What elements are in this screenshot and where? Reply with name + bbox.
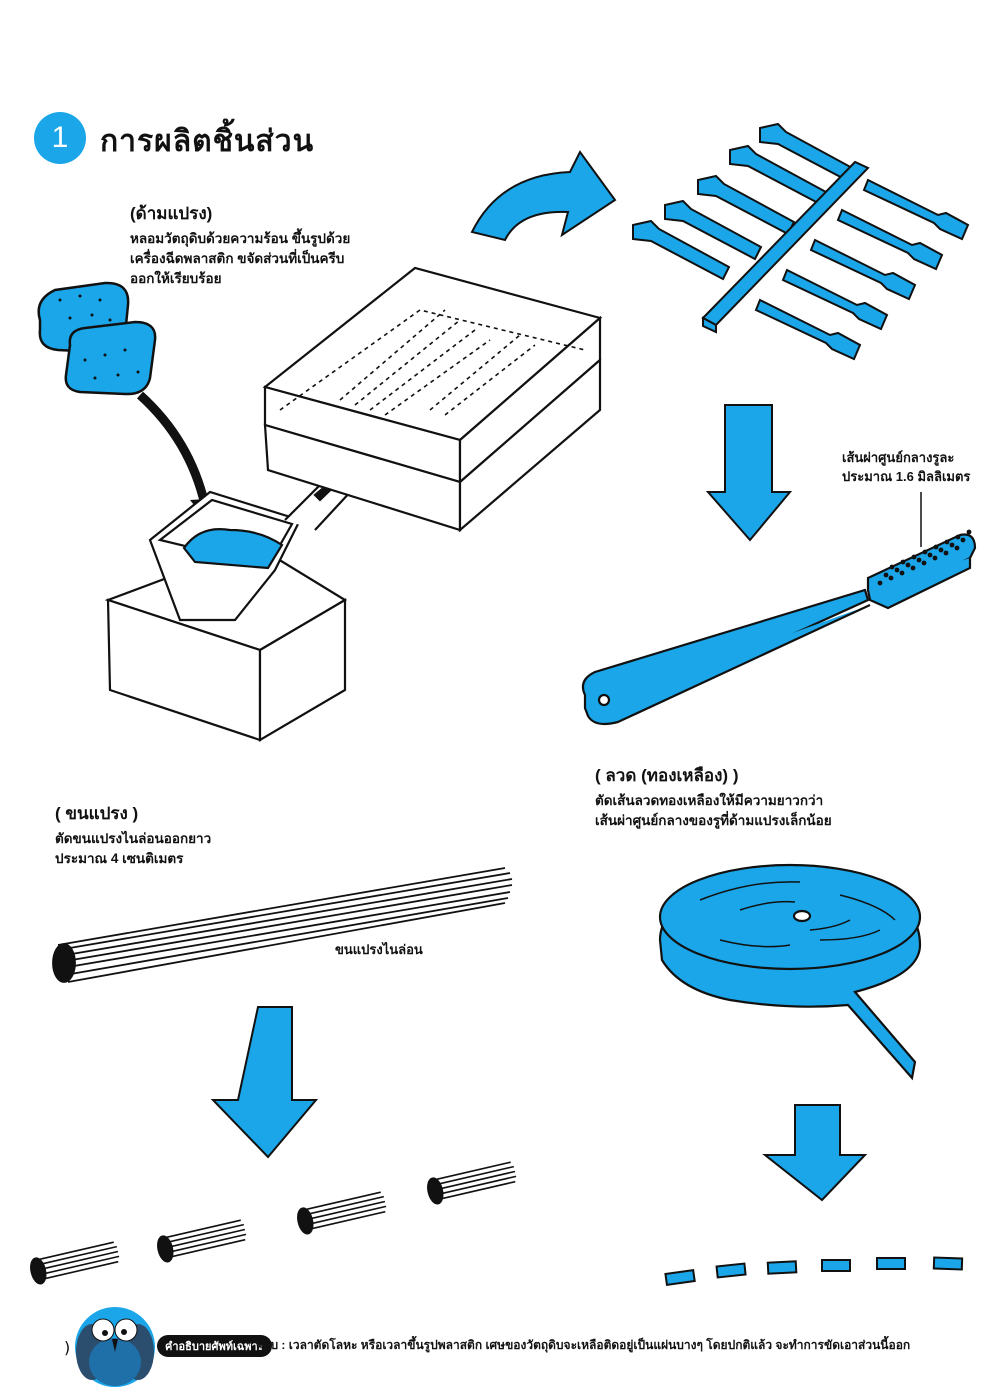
bristle-hole xyxy=(894,567,900,573)
nylon-bristle-rod xyxy=(52,867,513,983)
molded-handle-piece xyxy=(809,238,917,301)
glossary-badge: คำอธิบายศัพท์เฉพาะ xyxy=(157,1335,272,1357)
molded-handle-piece xyxy=(632,219,731,281)
bristle-hole xyxy=(916,557,922,563)
cut-bristle-tufts xyxy=(30,1161,517,1285)
molded-handle-piece xyxy=(664,199,763,261)
down-arrow-icon-wire xyxy=(762,1104,868,1202)
handle-line: เครื่องฉีดพลาสติก ขจัดส่วนที่เป็นครีบ xyxy=(130,251,345,266)
hole-diameter-callout: เส้นผ่าศูนย์กลางรูละ ประมาณ 1.6 มิลลิเมต… xyxy=(842,448,1000,486)
handle-line: ออกให้เรียบร้อย xyxy=(130,271,222,286)
molded-handle-piece xyxy=(862,178,970,241)
handle-line: หลอมวัตถุดิบด้วยความร้อน ขึ้นรูปด้วย xyxy=(130,231,351,246)
bristle-hole xyxy=(966,529,972,535)
molded-handle-piece xyxy=(781,268,889,331)
bristle-line: ประมาณ 4 เซนติเมตร xyxy=(55,851,184,866)
curved-arrow-icon xyxy=(470,150,617,242)
molded-handle-piece xyxy=(754,298,862,361)
bristle-hole xyxy=(877,580,883,586)
bristle-hole xyxy=(911,554,917,560)
bristle-hole xyxy=(955,534,961,540)
bristle-hole xyxy=(938,547,944,553)
bristle-hole xyxy=(954,545,960,551)
bristle-hole xyxy=(910,565,916,571)
wire-line: ตัดเส้นลวดทองเหลืองให้มีความยาวกว่า xyxy=(595,793,824,808)
bristle-heading: ( ขนแปรง ) xyxy=(55,804,139,823)
cut-wire-pieces xyxy=(664,1256,964,1287)
wire-heading: ( ลวด (ทองเหลือง) ) xyxy=(595,766,739,785)
wire-line: เส้นผ่าศูนย์กลางของรูที่ด้ามแปรงเล็กน้อย xyxy=(595,813,832,828)
bristle-line: ตัดขนแปรงไนล่อนออกยาว xyxy=(55,831,212,846)
nylon-bristle-label: ขนแปรงไนล่อน xyxy=(335,942,423,957)
bristle-hole xyxy=(899,570,905,576)
bristle-hole xyxy=(905,562,911,568)
section-title: การผลิตชิ้นส่วน xyxy=(100,125,315,158)
bristle-hole xyxy=(949,542,955,548)
toothbrush-handle xyxy=(581,529,977,726)
injection-mold xyxy=(262,266,603,533)
molded-handles-sprue xyxy=(632,122,970,361)
bristle-hole xyxy=(883,572,889,578)
owl-mascot-icon xyxy=(75,1307,155,1387)
drop-arrow-icon xyxy=(136,391,210,507)
bristle-description: ( ขนแปรง ) ตัดขนแปรงไนล่อนออกยาว ประมาณ … xyxy=(55,800,295,869)
wire-description: ( ลวด (ทองเหลือง) ) ตัดเส้นลวดทองเหลืองใ… xyxy=(595,762,915,831)
glossary-definition: ครีบ : เวลาตัดโลหะ หรือเวลาขึ้นรูปพลาสติ… xyxy=(256,1338,911,1352)
handle-heading: (ด้ามแปรง) xyxy=(130,204,213,223)
raw-material-pellets xyxy=(37,281,157,396)
down-arrow-icon xyxy=(705,404,793,542)
bristle-hole xyxy=(932,555,938,561)
bristle-hole xyxy=(927,552,933,558)
bristle-hole xyxy=(889,564,895,570)
handle-description: (ด้ามแปรง) หลอมวัตถุดิบด้วยความร้อน ขึ้น… xyxy=(130,200,400,289)
callout-line: ประมาณ 1.6 มิลลิเมตร xyxy=(842,469,971,484)
bristle-hole xyxy=(960,537,966,543)
footer-paren: ) xyxy=(64,1338,71,1357)
brass-wire-coil xyxy=(658,863,922,1081)
callout-line: เส้นผ่าศูนย์กลางรูละ xyxy=(842,450,955,465)
bristle-hole xyxy=(888,575,894,581)
molded-handle-piece xyxy=(836,208,944,271)
bristle-hole xyxy=(922,549,928,555)
bristle-hole xyxy=(900,559,906,565)
bristle-hole xyxy=(921,560,927,566)
bristle-hole xyxy=(943,550,949,556)
bristle-hole xyxy=(944,539,950,545)
step-number-badge: 1 xyxy=(34,112,86,164)
bristle-hole xyxy=(933,544,939,550)
down-arrow-icon-bristle xyxy=(210,1006,319,1159)
